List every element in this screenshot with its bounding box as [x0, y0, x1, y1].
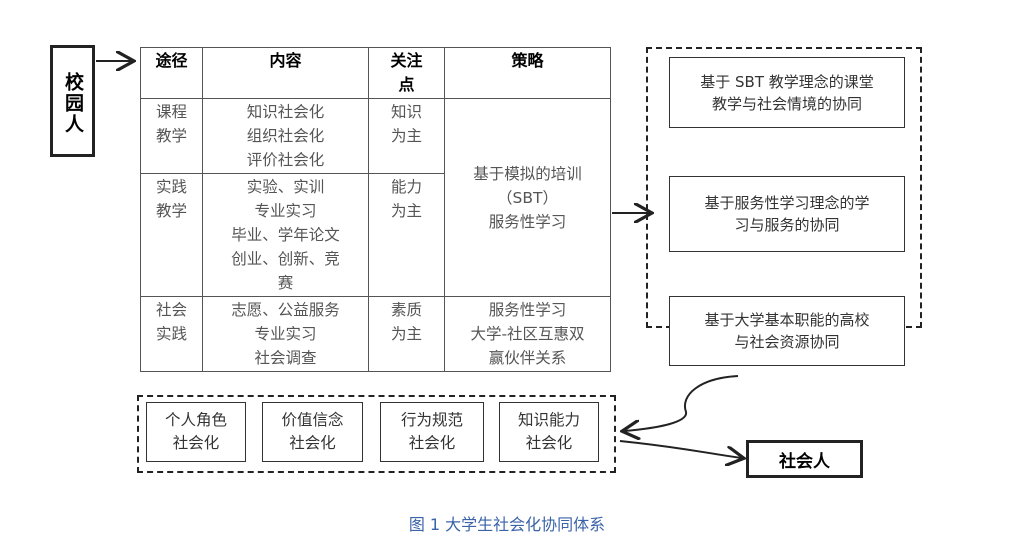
cell-content: 实验、实训 专业实习 毕业、学年论文 创业、创新、竞 赛 — [202, 173, 369, 297]
text-line: 服务性学习 — [488, 301, 567, 319]
text-line: 知识社会化 — [246, 103, 325, 121]
cell-approach: 社会 实践 — [140, 296, 203, 372]
text-line: 大学-社区互惠双 — [470, 325, 585, 343]
text-line: 素质 — [390, 301, 422, 319]
text-line: 社会化 — [408, 434, 456, 452]
table-row: 社会 实践 志愿、公益服务 专业实习 社会调查 素质 为主 服务性学习 大学-社… — [140, 296, 611, 372]
cell-strategy-merged: 基于模拟的培训 （SBT） 服务性学习 — [444, 98, 611, 297]
text-line: 社会化 — [172, 434, 220, 452]
socialization-group — [137, 395, 616, 473]
text-line: 社会 — [155, 301, 187, 319]
campus-person-box: 校园人 — [50, 45, 95, 157]
cell-focus: 能力 为主 — [368, 173, 445, 297]
cell-strategy: 服务性学习 大学-社区互惠双 赢伙伴关系 — [444, 296, 611, 372]
text-line: 社会化 — [289, 434, 336, 452]
header-focus: 关注 点 — [368, 47, 445, 99]
cell-focus: 素质 为主 — [368, 296, 445, 372]
text-line: 能力 — [390, 178, 422, 196]
text-line: 为主 — [390, 202, 422, 220]
text-line: 专业实习 — [254, 325, 317, 343]
cell-approach: 实践 教学 — [140, 173, 203, 297]
text-line: 赛 — [277, 274, 294, 292]
text-line: 组织社会化 — [246, 127, 325, 145]
text-line: 习与服务的协同 — [734, 216, 840, 234]
text-line: 基于模拟的培训 — [473, 164, 582, 183]
text-line: 与社会资源协同 — [734, 333, 840, 351]
socialization-box: 价值信念 社会化 — [262, 402, 363, 462]
campus-person-label: 校园人 — [62, 71, 84, 135]
socialization-box: 个人角色 社会化 — [146, 402, 246, 462]
socialization-table: 途径 内容 关注 点 策略 课程 教学 知识社会化 组织社会化 评价社会化 知识… — [140, 47, 611, 372]
text-line: （SBT） — [497, 188, 558, 207]
text-line: 创业、创新、竞 — [231, 250, 340, 268]
text-line: 知识 — [390, 103, 422, 121]
text-line: 评价社会化 — [246, 151, 325, 169]
synergy-box: 基于 SBT 教学理念的课堂 教学与社会情境的协同 — [669, 57, 905, 128]
text-line: 专业实习 — [254, 202, 317, 220]
text-line: 志愿、公益服务 — [231, 301, 340, 319]
text-line: 社会化 — [525, 434, 573, 452]
text-line: 实践 — [155, 178, 187, 196]
text-line: 服务性学习 — [488, 212, 567, 231]
text-line: 基于服务性学习理念的学 — [704, 194, 870, 212]
arrow-synergy-to-socialization — [624, 375, 739, 431]
synergy-box: 基于服务性学习理念的学 习与服务的协同 — [669, 176, 905, 252]
text-line: 知识能力 — [517, 411, 580, 429]
text-line: 教学 — [155, 202, 187, 220]
social-person-label: 社会人 — [779, 451, 830, 472]
socialization-box: 行为规范 社会化 — [380, 402, 484, 462]
text-line: 关注 — [390, 51, 423, 70]
text-line: 基于 SBT 教学理念的课堂 — [700, 72, 874, 91]
table-header-row: 途径 内容 关注 点 策略 — [140, 47, 611, 99]
header-strategy: 策略 — [444, 47, 611, 99]
header-content: 内容 — [202, 47, 369, 99]
social-person-box: 社会人 — [746, 440, 863, 478]
text-line: 教学 — [155, 127, 187, 145]
synergy-box: 基于大学基本职能的高校 与社会资源协同 — [669, 296, 905, 366]
text-line: 价值信念 — [281, 411, 344, 429]
header-approach: 途径 — [140, 47, 203, 99]
text-line: 课程 — [155, 103, 187, 121]
text-line: 实验、实训 — [246, 178, 325, 196]
cell-focus: 知识 为主 — [368, 98, 445, 174]
text-line: 为主 — [390, 127, 422, 145]
text-line: 毕业、学年论文 — [231, 226, 340, 244]
text-line: 为主 — [390, 325, 422, 343]
socialization-box: 知识能力 社会化 — [499, 402, 599, 462]
table-row: 课程 教学 知识社会化 组织社会化 评价社会化 知识 为主 基于模拟的培训 （S… — [140, 98, 611, 297]
text-line: 教学与社会情境的协同 — [711, 94, 862, 113]
text-line: 赢伙伴关系 — [488, 349, 567, 367]
figure-caption: 图 1 大学生社会化协同体系 — [408, 515, 606, 534]
text-line: 行为规范 — [400, 411, 463, 429]
text-line: 点 — [398, 75, 415, 94]
cell-content: 知识社会化 组织社会化 评价社会化 — [202, 98, 369, 174]
text-line: 个人角色 — [164, 411, 227, 429]
cell-content: 志愿、公益服务 专业实习 社会调查 — [202, 296, 369, 372]
cell-approach: 课程 教学 — [140, 98, 203, 174]
text-line: 实践 — [155, 325, 187, 343]
text-line: 社会调查 — [254, 349, 317, 367]
arrow-socialization-to-social-person — [619, 440, 742, 458]
text-line: 基于大学基本职能的高校 — [704, 311, 870, 329]
